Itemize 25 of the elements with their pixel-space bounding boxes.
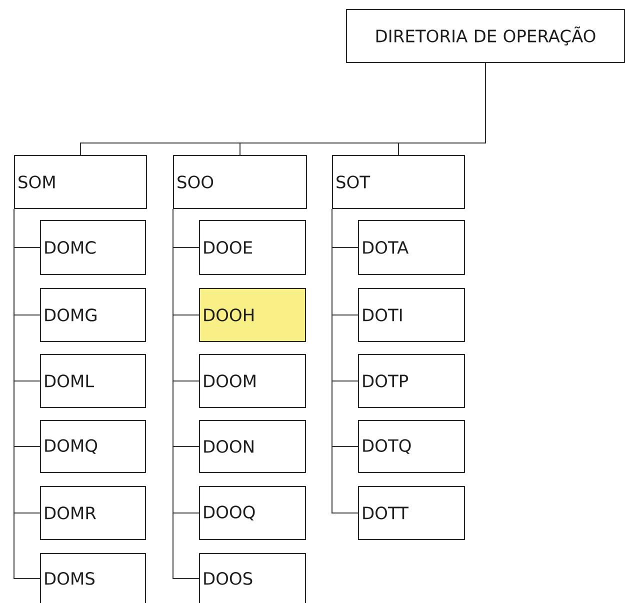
org-box: DOTA (358, 220, 465, 275)
org-box: SOO (173, 155, 307, 209)
org-box: DOTP (358, 354, 465, 408)
org-box: DOOS (199, 553, 306, 603)
connector-line (398, 62, 486, 156)
org-box: DOOM (199, 354, 306, 408)
org-box: DOOE (199, 220, 306, 275)
org-box: DOML (40, 354, 146, 408)
org-box: DOTQ (358, 420, 465, 473)
connector-line (14, 208, 40, 579)
org-box: DOON (199, 420, 306, 473)
org-box: DOMG (40, 288, 146, 342)
org-box: SOM (14, 155, 147, 209)
org-box: DOMC (40, 220, 146, 275)
connector-line (332, 208, 358, 514)
org-box: SOT (332, 155, 465, 209)
org-box: DOTT (358, 486, 465, 540)
org-box: DOOQ (199, 486, 306, 540)
highlighted-box: DOOH (199, 288, 306, 342)
org-box: DOMS (40, 553, 146, 603)
org-box: DOTI (358, 288, 465, 342)
org-box: DIRETORIA DE OPERAÇÃO (346, 9, 625, 63)
org-box: DOMQ (40, 420, 146, 473)
connector-line (172, 208, 200, 579)
org-box: DOMR (40, 486, 146, 540)
